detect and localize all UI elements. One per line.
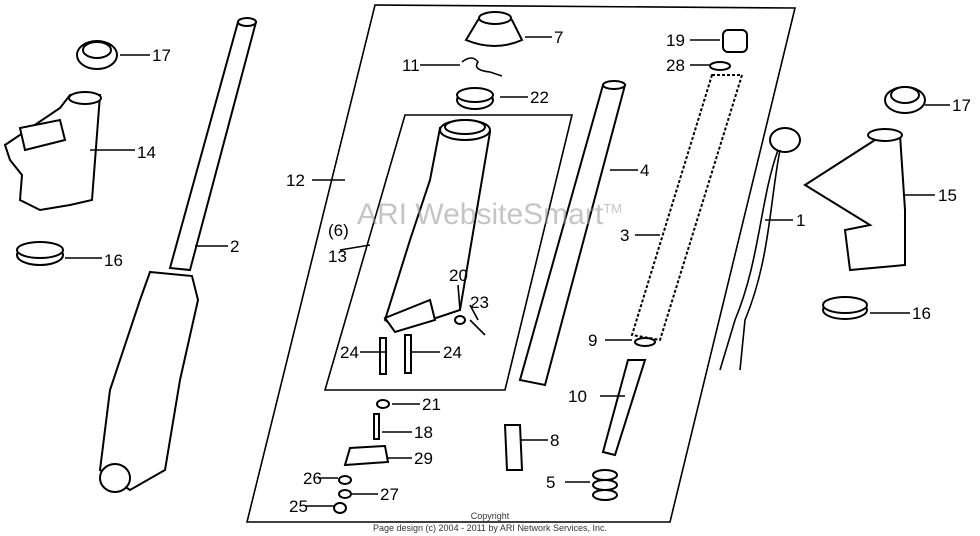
part-label: 7	[554, 28, 563, 47]
ring-9	[634, 337, 656, 347]
part-label: 17	[152, 46, 171, 65]
part-label: 16	[912, 304, 931, 323]
indicator-wire-1	[719, 127, 801, 371]
part-label: 4	[640, 161, 649, 180]
fork-tube-left	[98, 17, 258, 493]
part-label: 18	[414, 423, 433, 442]
watermark: ARI WebsiteSmartTM	[357, 192, 622, 232]
headlight-bracket-right	[803, 128, 906, 272]
part-label: 25	[289, 497, 308, 516]
leader-lines	[65, 36, 950, 507]
part-label: 3	[620, 226, 629, 245]
part-label: 22	[530, 88, 549, 107]
part-label: 12	[286, 171, 305, 190]
part-label: 28	[666, 56, 685, 75]
washer-21	[376, 399, 390, 409]
washer-20	[454, 315, 466, 325]
washer-27	[338, 489, 352, 499]
o-ring-28	[709, 61, 731, 71]
part-label: 24	[340, 343, 359, 362]
fork-slider-13	[383, 119, 492, 334]
inner-assembly-frame	[323, 114, 574, 391]
fork-cap-bolt-19	[722, 29, 748, 53]
cover-ring-right	[822, 296, 868, 320]
oil-seal-22	[456, 87, 494, 110]
nut-25	[333, 502, 347, 514]
part-label: 8	[550, 431, 559, 450]
bolt-23	[469, 319, 486, 336]
part-label: 29	[414, 449, 433, 468]
stud-bolt-24a	[379, 337, 387, 375]
watermark-tm: TM	[603, 201, 622, 216]
cover-ring-left	[16, 241, 64, 266]
part-label: 10	[568, 387, 587, 406]
part-label: (6)	[328, 221, 349, 240]
part-label: 24	[443, 343, 462, 362]
bolt-18	[373, 413, 380, 440]
piece-8	[503, 424, 524, 471]
part-label: 20	[449, 266, 468, 285]
part-label: 23	[470, 293, 489, 312]
part-label: 16	[104, 251, 123, 270]
copyright-line-1: Copyright	[470, 511, 510, 521]
fork-spring-3	[630, 74, 744, 342]
part-label: 17	[952, 96, 971, 115]
part-label: 13	[328, 247, 347, 266]
part-label: 2	[230, 237, 239, 256]
part-label: 15	[938, 186, 957, 205]
part-label: 1	[796, 211, 805, 230]
stud-bolt-24b	[404, 334, 412, 374]
watermark-text: ARI WebsiteSmart	[357, 198, 604, 231]
damper-rod-10	[601, 359, 647, 457]
part-label: 26	[303, 469, 322, 488]
rebound-spring-5	[592, 469, 618, 501]
part-label: 5	[546, 473, 555, 492]
part-label: 27	[380, 485, 399, 504]
part-label: 21	[422, 395, 441, 414]
rubber-cap-right	[884, 86, 926, 114]
outer-assembly-frame	[245, 4, 797, 523]
headlight-bracket-left	[3, 91, 102, 212]
part-label: 11	[402, 56, 420, 75]
dust-seal-top	[464, 11, 524, 47]
copyright-line-2: Page design (c) 2004 - 2011 by ARI Netwo…	[373, 523, 607, 533]
part-label: 9	[588, 331, 597, 350]
axle-holder-29	[343, 444, 390, 467]
clip-11	[461, 57, 503, 77]
fork-inner-tube-4	[518, 80, 627, 387]
washer-26	[338, 475, 352, 485]
part-label: 19	[666, 31, 685, 50]
rubber-cap-left	[76, 40, 118, 70]
part-label: 14	[137, 143, 156, 162]
